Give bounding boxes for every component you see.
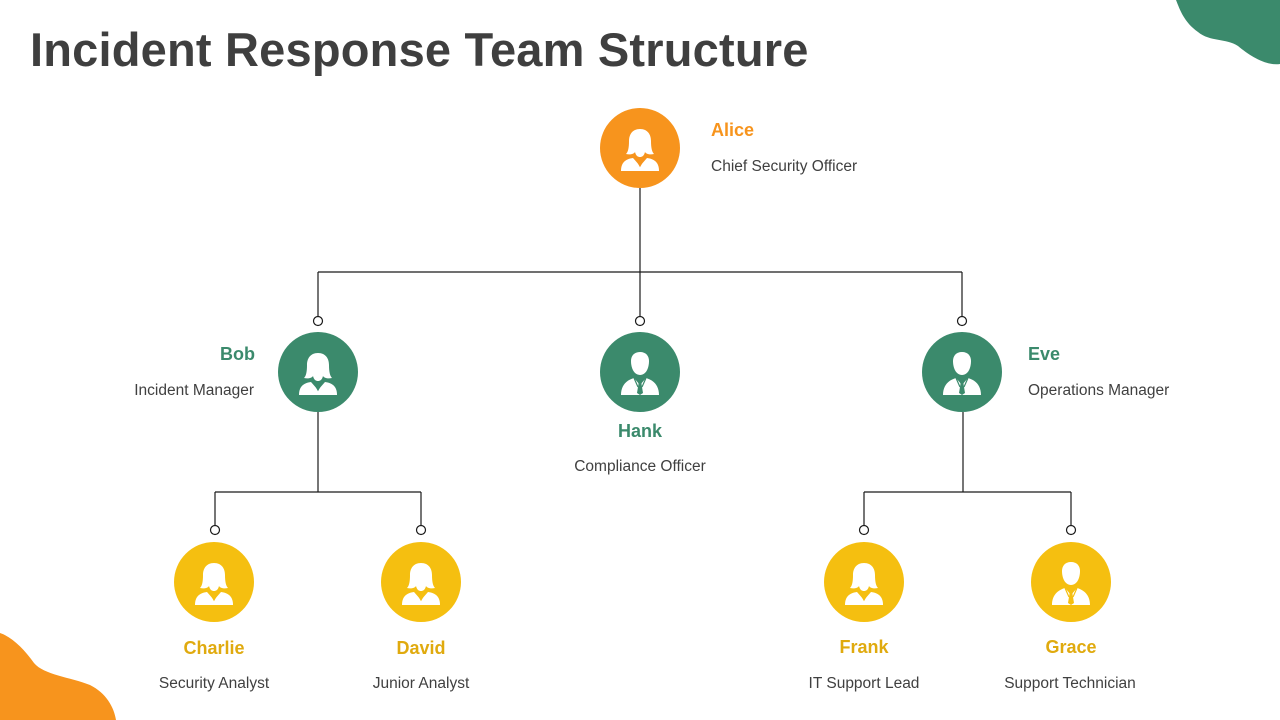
connector-node [956,315,968,327]
member-name-charlie: Charlie [183,638,245,658]
avatar-david[interactable] [381,542,461,622]
member-role-bob: Incident Manager [134,382,254,399]
female-person-icon [615,123,665,173]
member-name-bob: Bob [220,344,255,364]
member-role-eve: Operations Manager [1028,382,1170,399]
member-name-frank: Frank [839,637,889,657]
member-role-charlie: Security Analyst [158,675,270,692]
decorative-blob-green [1176,0,1280,65]
avatar-charlie[interactable] [174,542,254,622]
avatar-frank[interactable] [824,542,904,622]
page-title: Incident Response Team Structure [30,23,809,76]
member-role-hank: Compliance Officer [574,458,706,475]
avatar-hank[interactable] [600,332,680,412]
member-name-alice: Alice [711,120,755,140]
female-person-icon [189,557,239,607]
connector-node [415,524,427,536]
male-person-icon [937,347,987,397]
male-person-icon [1046,557,1096,607]
connector-node [312,315,324,327]
member-role-alice: Chief Security Officer [711,158,858,175]
member-name-hank: Hank [617,421,663,441]
female-person-icon [396,557,446,607]
avatar-grace[interactable] [1031,542,1111,622]
female-person-icon [293,347,343,397]
female-person-icon [839,557,889,607]
member-role-frank: IT Support Lead [808,675,920,692]
connector-node [858,524,870,536]
avatar-alice[interactable] [600,108,680,188]
male-person-icon [615,347,665,397]
connector-node [209,524,221,536]
connector-node [1065,524,1077,536]
avatar-eve[interactable] [922,332,1002,412]
member-name-grace: Grace [1045,637,1097,657]
member-role-david: Junior Analyst [372,675,470,692]
connector-node [634,315,646,327]
member-name-david: David [396,638,446,658]
decorative-blob-orange [0,633,116,720]
member-role-grace: Support Technician [1004,675,1136,692]
avatar-bob[interactable] [278,332,358,412]
member-name-eve: Eve [1028,344,1061,364]
